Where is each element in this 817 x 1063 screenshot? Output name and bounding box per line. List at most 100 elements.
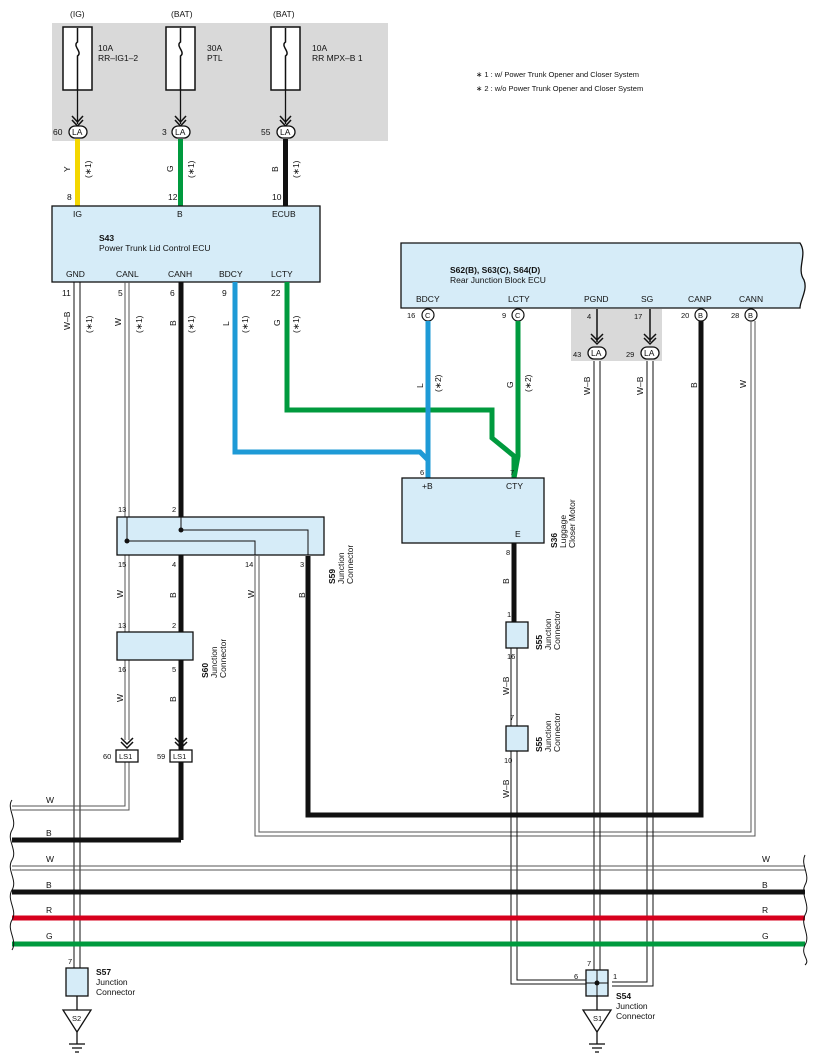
junction-s54: 7 6 1 S54 Junction Connector S1: [574, 959, 655, 1053]
svg-text:C: C: [425, 311, 431, 320]
svg-text:PGND: PGND: [584, 294, 609, 304]
svg-text:3: 3: [162, 127, 167, 137]
svg-text:17: 17: [634, 312, 642, 321]
svg-text:L: L: [415, 383, 425, 388]
svg-text:1: 1: [613, 972, 617, 981]
svg-text:16: 16: [407, 311, 415, 320]
ls1-connectors: LS1 60 LS1 59: [103, 749, 193, 763]
motor-s36: 6 7 +B CTY E 8 S36 Luggage Closer Motor: [401, 468, 577, 557]
svg-text:SG: SG: [641, 294, 653, 304]
svg-text:S60: S60: [200, 663, 210, 678]
ground-icon: [581, 1009, 613, 1034]
svg-text:G: G: [272, 319, 282, 326]
svg-text:IG: IG: [73, 209, 82, 219]
la-connector-3: LA 3: [162, 125, 191, 139]
svg-text:Connector: Connector: [96, 987, 135, 997]
svg-text:18: 18: [507, 610, 515, 619]
svg-text:Junction: Junction: [616, 1001, 648, 1011]
svg-text:8: 8: [67, 192, 72, 202]
svg-text:S59: S59: [327, 569, 337, 584]
svg-text:Junction: Junction: [336, 552, 346, 584]
svg-text:10: 10: [272, 192, 282, 202]
wire-wb-s55: [510, 648, 586, 985]
svg-text:LS1: LS1: [173, 752, 186, 761]
svg-text:W–B: W–B: [635, 376, 645, 395]
svg-text:Rear Junction Block ECU: Rear Junction Block ECU: [450, 275, 546, 285]
svg-text:11: 11: [62, 288, 71, 298]
svg-text:(BAT): (BAT): [273, 9, 295, 19]
svg-text:(∗1): (∗1): [291, 160, 301, 178]
svg-text:6: 6: [170, 288, 175, 298]
mid-wire-labels: W B W B W B B W–B W–B: [115, 578, 511, 798]
svg-text:W–B: W–B: [501, 779, 511, 798]
svg-text:20: 20: [681, 311, 689, 320]
fuse-panel: [52, 23, 388, 141]
la-connector-60: LA 60: [53, 125, 88, 139]
svg-text:C: C: [515, 311, 521, 320]
svg-text:RR MPX–B 1: RR MPX–B 1: [312, 53, 363, 63]
s43-bottom-pins: 11 5 6 9 22: [62, 288, 281, 298]
junction-s55-upper: 18 16 S55 Junction Connector: [505, 610, 562, 661]
svg-text:Junction: Junction: [543, 618, 553, 650]
svg-text:CANN: CANN: [739, 294, 763, 304]
s62-la-arrows: [590, 309, 657, 346]
s62-wire-labels: L (∗2) G (∗2) W–B W–B B W: [415, 374, 748, 395]
junction-s59: 13 2 15 4 14 3 S59 Junction Connector: [116, 505, 355, 584]
junction-s60: 13 2 16 5 S60 Junction Connector: [116, 621, 228, 678]
junction-s55-lower: 7 10 S55 Junction Connector: [504, 713, 562, 765]
svg-text:2: 2: [172, 505, 176, 514]
ecu-s43: IG B ECUB S43 Power Trunk Lid Control EC…: [51, 205, 321, 283]
svg-text:4: 4: [587, 312, 591, 321]
svg-text:7: 7: [510, 713, 514, 722]
wire-g-lcty: [284, 282, 517, 478]
svg-text:13: 13: [118, 505, 126, 514]
svg-text:Closer Motor: Closer Motor: [567, 499, 577, 548]
svg-text:R: R: [762, 905, 768, 915]
fuse-ptl: (BAT) 30A PTL: [165, 9, 223, 91]
svg-text:13: 13: [118, 621, 126, 630]
svg-text:(∗2): (∗2): [523, 374, 533, 392]
svg-text:S54: S54: [616, 991, 631, 1001]
svg-text:Connector: Connector: [552, 611, 562, 650]
svg-text:5: 5: [172, 665, 176, 674]
svg-text:(BAT): (BAT): [171, 9, 193, 19]
svg-text:S55: S55: [534, 635, 544, 650]
svg-text:S43: S43: [99, 233, 114, 243]
svg-text:60: 60: [103, 752, 111, 761]
svg-text:S36: S36: [549, 533, 559, 548]
svg-text:5: 5: [118, 288, 123, 298]
svg-text:W: W: [113, 318, 123, 326]
svg-text:CANL: CANL: [116, 269, 139, 279]
svg-text:Power Trunk Lid Control ECU: Power Trunk Lid Control ECU: [99, 243, 211, 253]
svg-text:LA: LA: [644, 348, 655, 358]
svg-text:W: W: [115, 694, 125, 702]
svg-text:W–B: W–B: [582, 376, 592, 395]
svg-text:G: G: [762, 931, 769, 941]
svg-text:Y: Y: [62, 166, 72, 172]
wire-wb-gnd: [73, 282, 81, 968]
svg-text:LS1: LS1: [119, 752, 132, 761]
svg-text:(∗1): (∗1): [186, 160, 196, 178]
fuse-leads: [76, 90, 287, 124]
svg-text:7: 7: [510, 468, 514, 477]
svg-text:7: 7: [68, 957, 72, 966]
svg-text:R: R: [46, 905, 52, 915]
svg-text:Junction: Junction: [96, 977, 128, 987]
svg-text:W–B: W–B: [62, 311, 72, 330]
svg-text:Junction: Junction: [209, 646, 219, 678]
svg-text:60: 60: [53, 127, 63, 137]
svg-text:Connector: Connector: [616, 1011, 655, 1021]
svg-text:LA: LA: [175, 127, 186, 137]
svg-text:B: B: [270, 166, 280, 172]
svg-text:16: 16: [507, 652, 515, 661]
svg-text:B: B: [177, 209, 183, 219]
svg-text:9: 9: [502, 311, 506, 320]
svg-text:W: W: [46, 854, 54, 864]
svg-text:LA: LA: [280, 127, 291, 137]
fuse-rr-ig1-2: (IG) 10A RR–IG1–2: [62, 9, 138, 91]
svg-text:43: 43: [573, 350, 581, 359]
svg-text:55: 55: [261, 127, 271, 137]
svg-text:B: B: [46, 828, 52, 838]
fuse-icon: [178, 28, 183, 90]
